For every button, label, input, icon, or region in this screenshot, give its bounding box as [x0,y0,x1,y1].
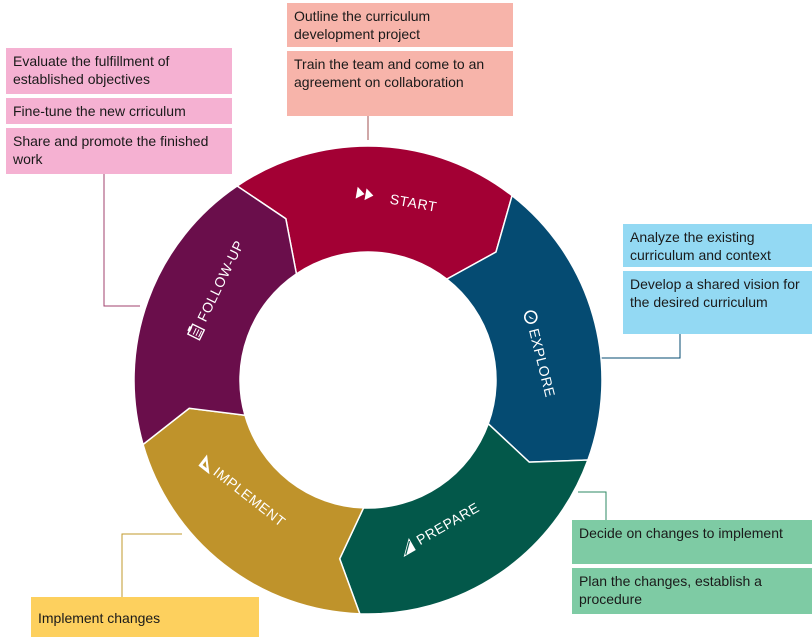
ruler-pencil-icon [403,537,416,558]
connector-implement [121,533,182,597]
followup-task-1: Evaluate the fulfillment of established … [6,48,232,94]
explore-task-2: Develop a shared vision for the desired … [623,271,812,334]
clipboard-icon [186,323,206,341]
prepare-task-2: Plan the changes, establish a procedure [572,568,812,614]
implement-segment [142,407,365,615]
connector-explore [600,334,681,359]
start-task-2: Train the team and come to an agreement … [287,51,513,116]
connector-followup [103,172,140,307]
connector-prepare [578,491,607,520]
followup-task-2: Fine-tune the new crriculum [6,98,232,124]
fast-forward-icon [355,186,374,201]
prepare-task-1: Decide on changes to implement [572,520,812,564]
explore-task-1: Analyze the existing curriculum and cont… [623,224,812,267]
followup-segment [133,185,298,446]
start-task-1: Outline the curriculum development proje… [287,3,513,47]
set-square-icon [198,454,210,475]
implement-task-1: Implement changes [31,597,259,637]
followup-task-3: Share and promote the finished work [6,128,232,174]
